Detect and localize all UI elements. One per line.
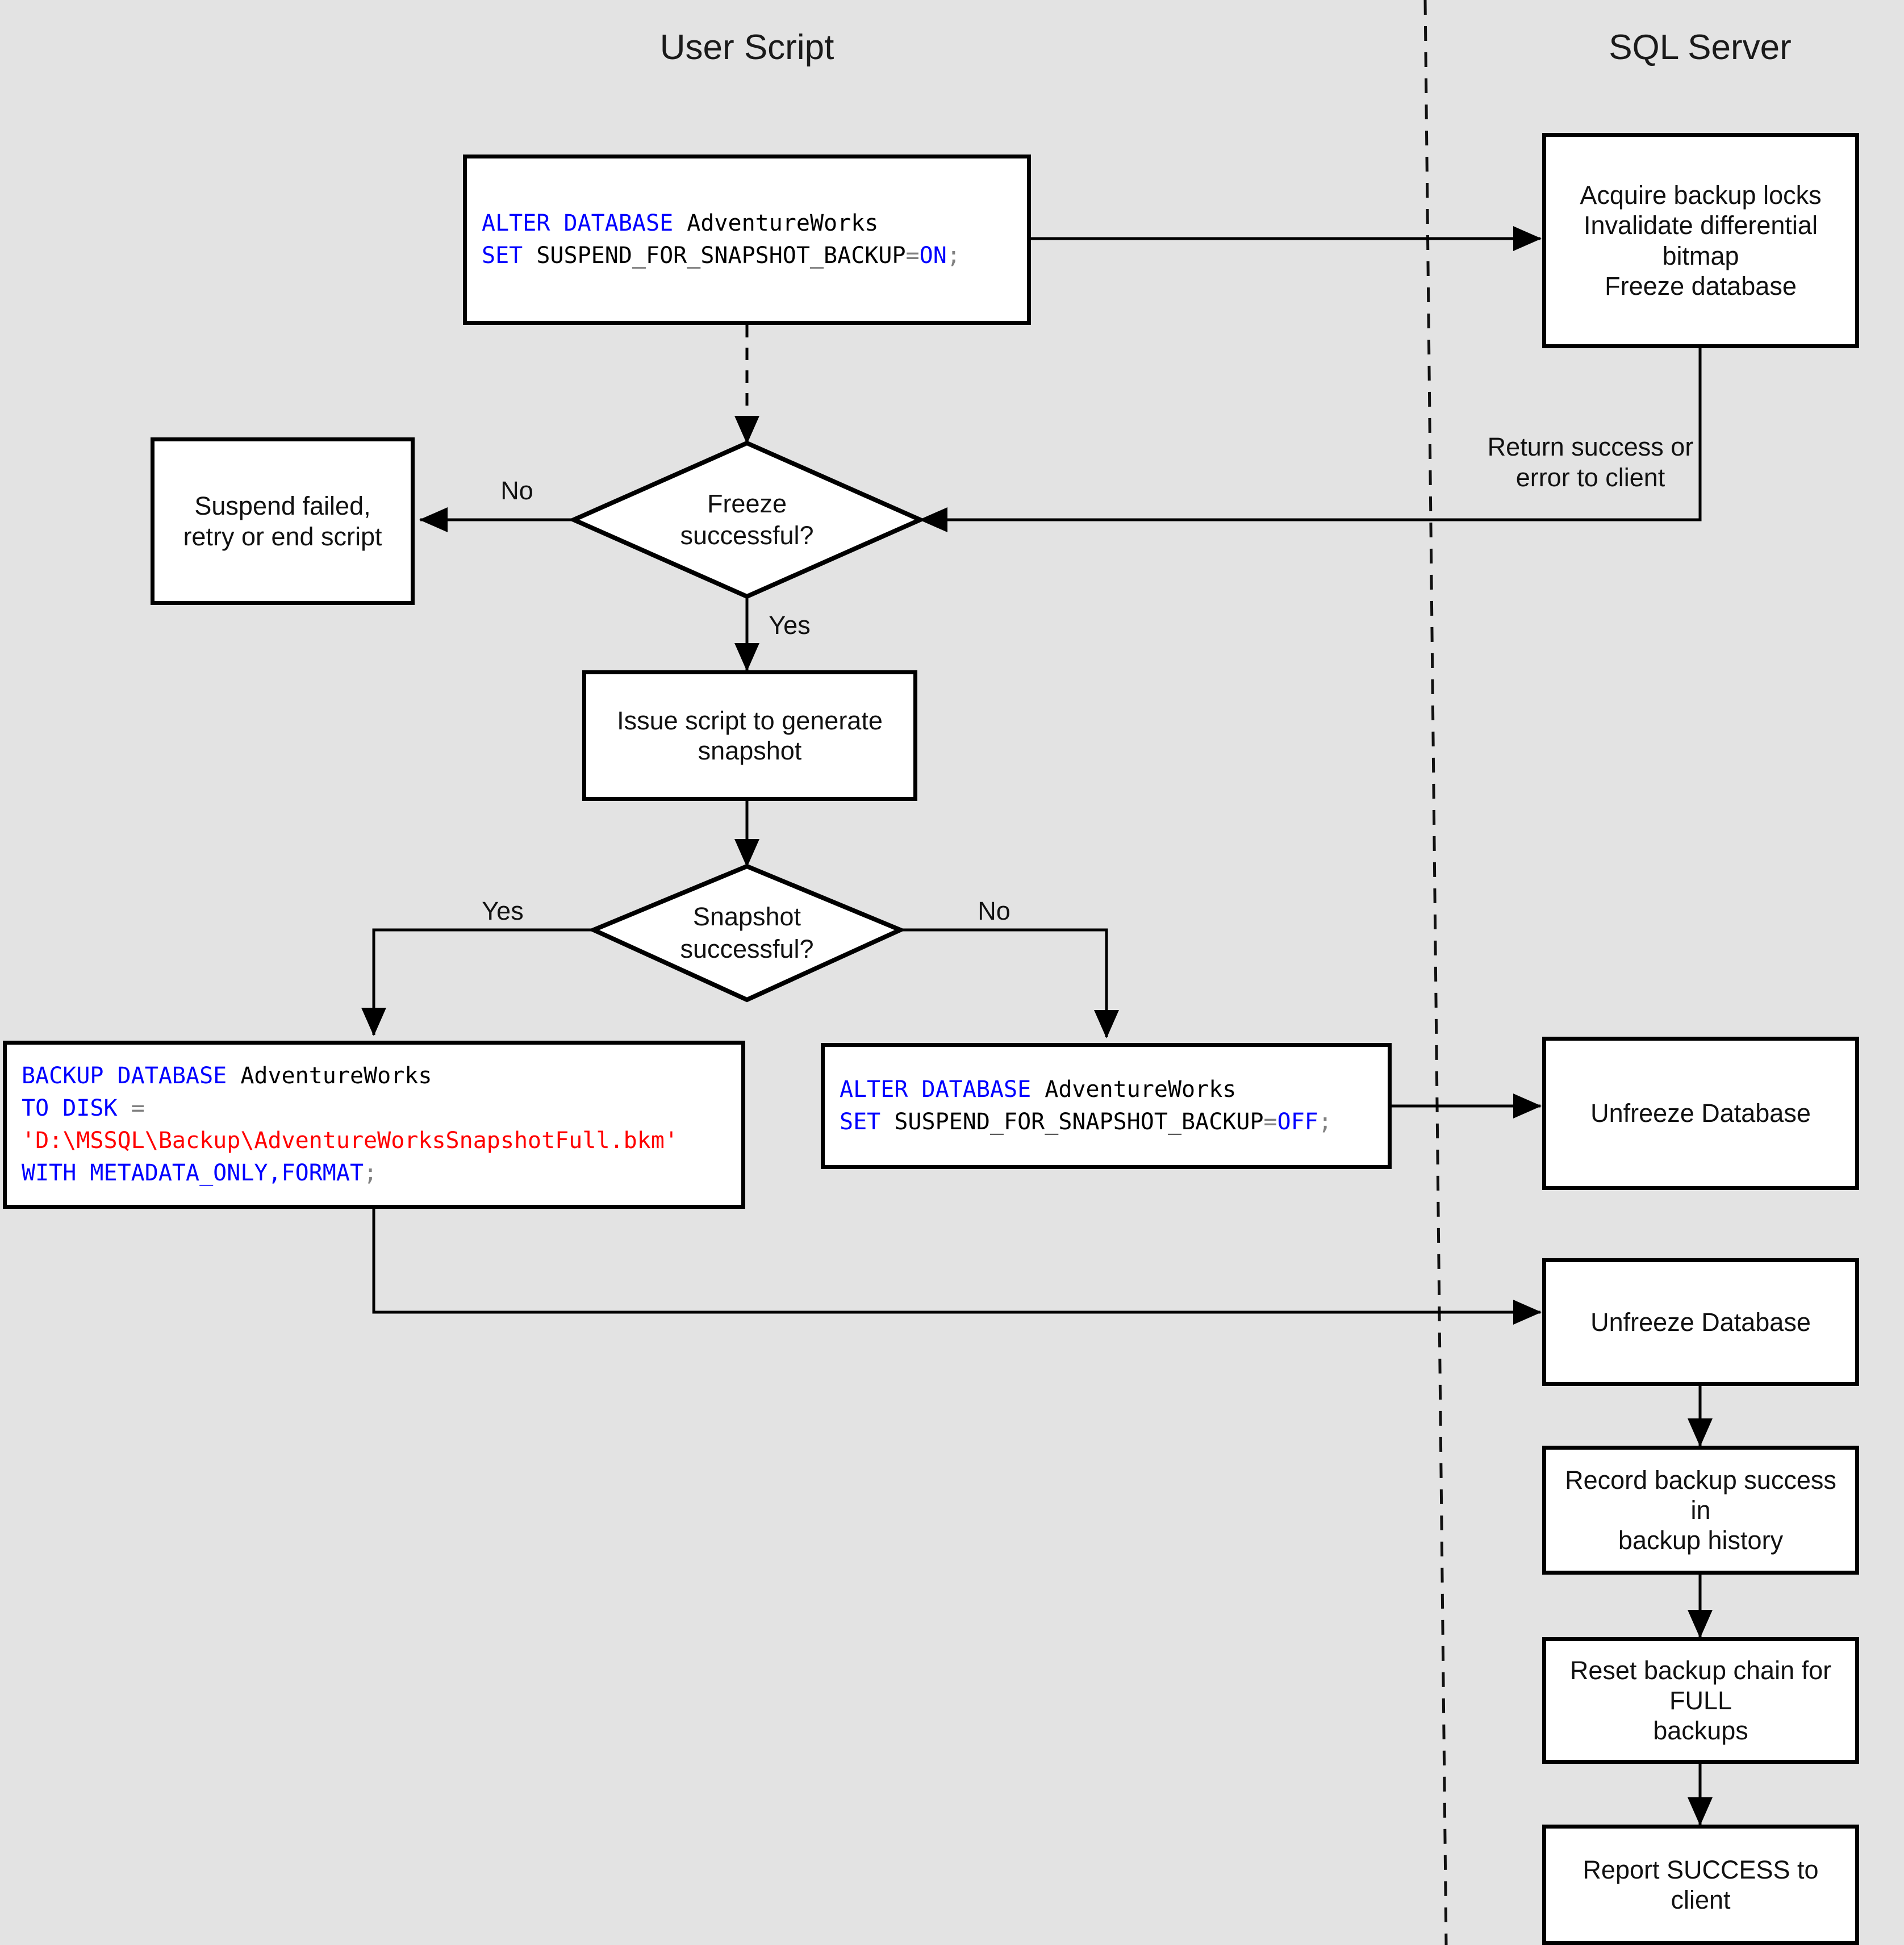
issue-script-label: Issue script to generate snapshot bbox=[617, 706, 883, 765]
node-suspend-failed[interactable]: Suspend failed, retry or end script bbox=[151, 437, 415, 605]
unfreeze-database-2-label: Unfreeze Database bbox=[1590, 1307, 1811, 1337]
reset-backup-chain-label: Reset backup chain for FULL backups bbox=[1569, 1655, 1832, 1746]
suspend-failed-label: Suspend failed, retry or end script bbox=[183, 491, 382, 551]
node-snapshot-successful[interactable]: Snapshot successful? bbox=[594, 866, 900, 1000]
node-alter-database-off[interactable]: ALTER DATABASE AdventureWorks SET SUSPEN… bbox=[821, 1043, 1392, 1169]
lane-title-user-script: User Script bbox=[659, 28, 834, 67]
acquire-backup-locks-label: Acquire backup locks Invalidate differen… bbox=[1580, 181, 1822, 300]
edge-label-snapshot-yes: Yes bbox=[482, 896, 524, 925]
lane-title-sql-server: SQL Server bbox=[1609, 28, 1792, 67]
swimlane-divider bbox=[1423, 0, 1448, 1945]
node-freeze-successful[interactable]: Freeze successful? bbox=[574, 443, 920, 596]
freeze-decision-label: Freeze successful? bbox=[680, 489, 814, 550]
node-backup-database[interactable]: BACKUP DATABASE AdventureWorks TO DISK =… bbox=[3, 1041, 745, 1209]
node-report-success[interactable]: Report SUCCESS to client bbox=[1542, 1825, 1859, 1945]
node-acquire-backup-locks[interactable]: Acquire backup locks Invalidate differen… bbox=[1542, 133, 1859, 348]
node-unfreeze-database-1[interactable]: Unfreeze Database bbox=[1542, 1037, 1859, 1190]
unfreeze-database-1-label: Unfreeze Database bbox=[1590, 1099, 1811, 1128]
edge-label-freeze-no: No bbox=[500, 476, 533, 505]
edge-label-freeze-yes: Yes bbox=[769, 611, 811, 640]
node-alter-database-on[interactable]: ALTER DATABASE AdventureWorks SET SUSPEN… bbox=[463, 155, 1031, 325]
edge-label-return-success: Return success or error to client bbox=[1487, 432, 1694, 492]
backup-database-code: BACKUP DATABASE AdventureWorks TO DISK =… bbox=[22, 1063, 678, 1186]
snapshot-decision-shape bbox=[587, 863, 907, 1003]
freeze-decision-shape bbox=[568, 440, 926, 599]
edge-label-snapshot-no: No bbox=[978, 896, 1011, 925]
report-success-label: Report SUCCESS to client bbox=[1583, 1855, 1819, 1914]
alter-off-code: ALTER DATABASE AdventureWorks SET SUSPEN… bbox=[840, 1076, 1332, 1135]
node-record-backup-success[interactable]: Record backup success in backup history bbox=[1542, 1446, 1859, 1575]
node-reset-backup-chain[interactable]: Reset backup chain for FULL backups bbox=[1542, 1637, 1859, 1764]
alter-on-code: ALTER DATABASE AdventureWorks SET SUSPEN… bbox=[482, 210, 961, 269]
snapshot-decision-label: Snapshot successful? bbox=[680, 902, 814, 963]
record-backup-success-label: Record backup success in backup history bbox=[1565, 1465, 1836, 1555]
node-unfreeze-database-2[interactable]: Unfreeze Database bbox=[1542, 1258, 1859, 1386]
node-issue-script[interactable]: Issue script to generate snapshot bbox=[582, 670, 917, 801]
